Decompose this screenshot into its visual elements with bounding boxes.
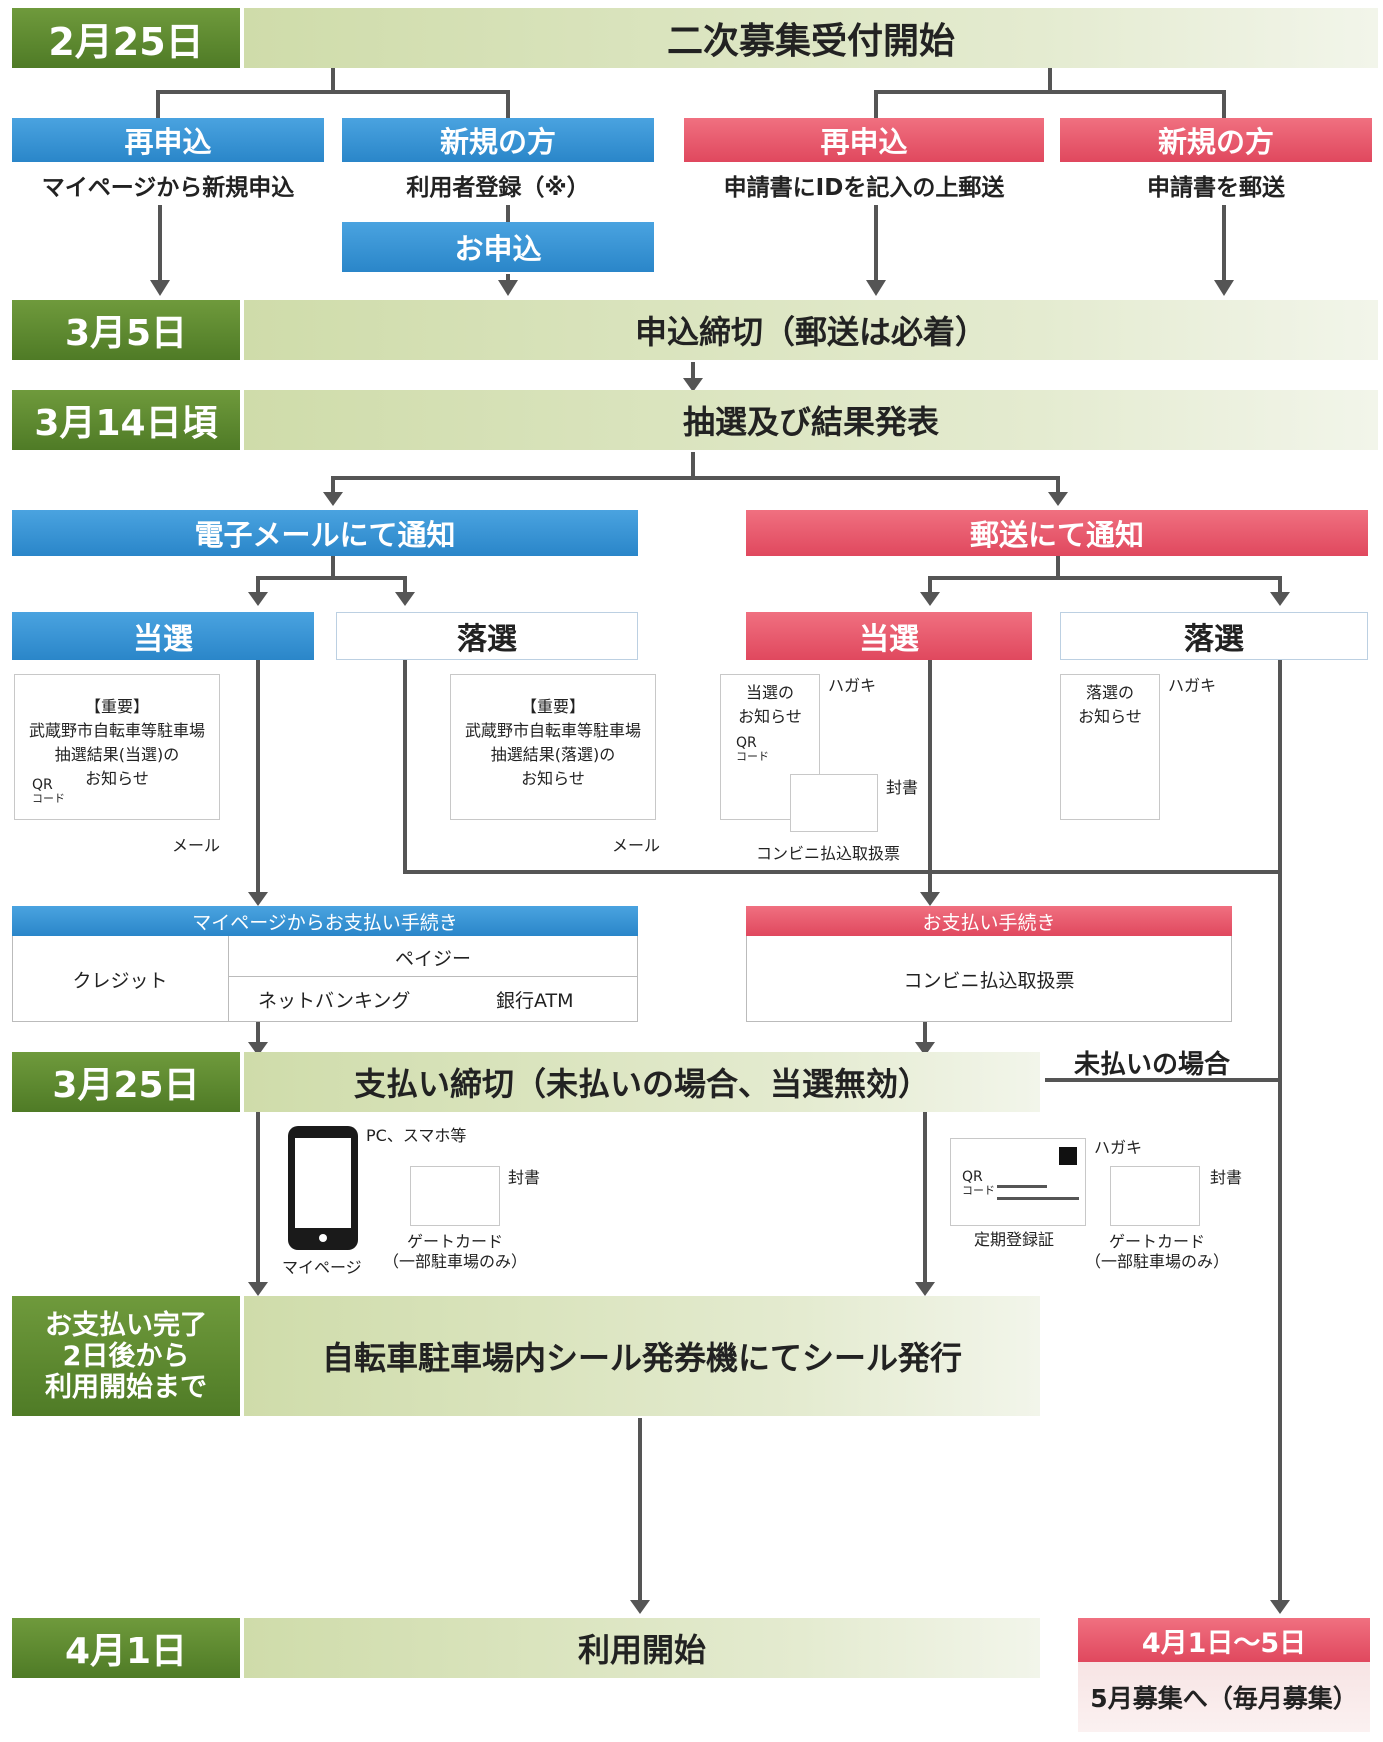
post-lost-postcard-label: ハガキ [1168, 676, 1217, 695]
payment-web-title: マイページからお支払い手続き [12, 906, 638, 936]
email-won: 当選 [12, 612, 314, 660]
post-lost-postcard: 落選の お知らせ [1060, 674, 1160, 820]
doc-line: お知らせ [85, 769, 149, 788]
doc-line: お知らせ [1078, 707, 1142, 726]
web-new-desc: 利用者登録（※） [406, 175, 590, 201]
post-won-envelope [790, 774, 878, 832]
qr-label: QR [736, 735, 757, 751]
web-apply-step: お申込 [342, 222, 654, 272]
doc-line: 武蔵野市自転車等駐車場 [28, 721, 205, 740]
issue-web-envelope [410, 1166, 500, 1226]
doc-line: 抽選結果(当選)の [54, 745, 180, 764]
issue-postcard [950, 1138, 1086, 1226]
post-won-slip-label: コンビニ払込取扱票 [756, 844, 901, 863]
qr-label: コード [32, 792, 65, 805]
mail-new-desc: 申請書を郵送 [1147, 175, 1285, 201]
title-row5: 自転車駐車場内シール発券機にてシール発行 [244, 1296, 1040, 1416]
payment-post-title: お支払い手続き [746, 906, 1232, 936]
title-row1: 二次募集受付開始 [244, 8, 1378, 68]
doc-line: お知らせ [521, 769, 585, 788]
payment-payeasy: ペイジー [394, 948, 471, 970]
doc-line: 武蔵野市自転車等駐車場 [464, 721, 641, 740]
payment-credit: クレジット [72, 970, 168, 992]
qr-label: コード [962, 1184, 995, 1197]
issue-web-envelope-label: 封書 [508, 1168, 541, 1187]
gate-label: ゲートカード [406, 1232, 503, 1251]
gate-label: ゲートカード [1108, 1232, 1205, 1251]
final-text: 5月募集へ（毎月募集） [1078, 1662, 1370, 1732]
notify-post-title: 郵送にて通知 [746, 510, 1368, 556]
email-won-doc: 【重要】 武蔵野市自転車等駐車場 抽選結果(当選)の お知らせ [14, 674, 220, 820]
date-row5: お支払い完了 2日後から 利用開始まで [12, 1296, 240, 1416]
issue-mypage-label: マイページ [282, 1258, 362, 1277]
title-row6: 利用開始 [244, 1618, 1040, 1678]
doc-line: 抽選結果(落選)の [490, 745, 616, 764]
web-reapply-label: 再申込 [12, 118, 324, 162]
date-row1: 2月25日 [12, 8, 240, 68]
qr-label: コード [736, 750, 769, 763]
doc-line: 当選の [745, 683, 794, 702]
qr-label: QR [962, 1169, 983, 1185]
date-line: 2日後から [62, 1340, 190, 1372]
doc-line: 【重要】 [84, 697, 149, 716]
doc-line: お知らせ [738, 707, 802, 726]
final-date: 4月1日～5日 [1078, 1618, 1370, 1662]
post-won-postcard-label: ハガキ [828, 676, 877, 695]
issue-cert-label: 定期登録証 [974, 1230, 1055, 1249]
post-won-qr: QR コード [736, 736, 769, 764]
unpaid-label: 未払いの場合 [1074, 1050, 1231, 1080]
email-lost-doc: 【重要】 武蔵野市自転車等駐車場 抽選結果(落選)の お知らせ [450, 674, 656, 820]
web-new-label: 新規の方 [342, 118, 654, 162]
date-row2: 3月5日 [12, 300, 240, 360]
post-lost: 落選 [1060, 612, 1368, 660]
gate-label: （一部駐車場のみ） [1084, 1252, 1229, 1271]
email-won-mail-label: メール [172, 836, 221, 855]
payment-post-slip: コンビニ払込取扱票 [903, 970, 1075, 992]
title-row3: 抽選及び結果発表 [244, 390, 1378, 450]
payment-atm: 銀行ATM [496, 990, 574, 1012]
issue-postcard-label: ハガキ [1094, 1138, 1143, 1157]
doc-line: 落選の [1085, 683, 1134, 702]
payment-divider [228, 936, 229, 1022]
mail-reapply-label: 再申込 [684, 118, 1044, 162]
qr-label: QR [32, 777, 53, 793]
mail-new-label: 新規の方 [1060, 118, 1372, 162]
issue-post-envelope [1110, 1166, 1200, 1226]
date-line: お支払い完了 [45, 1309, 207, 1341]
mail-reapply-desc: 申請書にIDを記入の上郵送 [723, 175, 1005, 201]
notify-email-title: 電子メールにて通知 [12, 510, 638, 556]
email-won-qr: QR コード [32, 778, 65, 806]
date-row4: 3月25日 [12, 1052, 240, 1112]
issue-web-gate: ゲートカード （一部駐車場のみ） [380, 1232, 530, 1272]
issue-pc-label: PC、スマホ等 [366, 1126, 467, 1145]
smartphone-icon [288, 1126, 358, 1250]
post-won-envelope-label: 封書 [886, 778, 919, 797]
gate-label: （一部駐車場のみ） [382, 1252, 527, 1271]
issue-post-envelope-label: 封書 [1210, 1168, 1243, 1187]
doc-line: 【重要】 [520, 697, 585, 716]
date-line: 利用開始まで [45, 1371, 207, 1403]
date-row3: 3月14日頃 [12, 390, 240, 450]
post-won: 当選 [746, 612, 1032, 660]
title-row4: 支払い締切（未払いの場合、当選無効） [244, 1052, 1040, 1112]
email-lost-mail-label: メール [612, 836, 661, 855]
issue-post-gate: ゲートカード （一部駐車場のみ） [1082, 1232, 1232, 1272]
payment-divider [228, 976, 638, 977]
email-lost: 落選 [336, 612, 638, 660]
title-row2: 申込締切（郵送は必着） [244, 300, 1378, 360]
payment-netbanking: ネットバンキング [258, 990, 411, 1012]
date-row6: 4月1日 [12, 1618, 240, 1678]
issue-post-qr: QR コード [962, 1170, 995, 1198]
web-reapply-desc: マイページから新規申込 [41, 175, 295, 201]
